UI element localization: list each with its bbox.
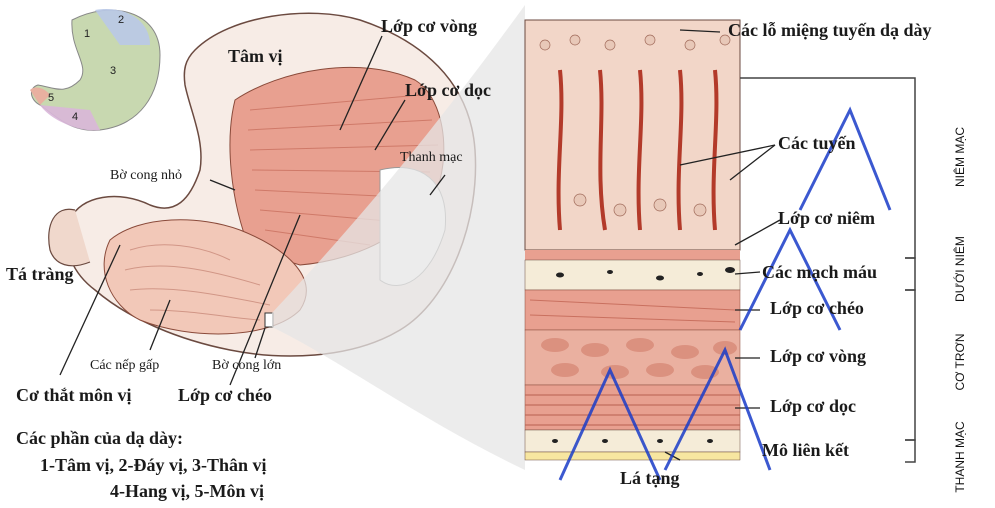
label-cac-nep-gap: Các nếp gấp (90, 358, 159, 374)
label-ta-trang: Tá tràng (6, 264, 74, 285)
label-thanh-mac: Thanh mạc (400, 150, 463, 166)
label-bo-cong-lon: Bờ cong lớn (212, 358, 281, 374)
label-la-tang: Lá tạng (620, 468, 680, 489)
legend-line-1: 1-Tâm vị, 2-Đáy vị, 3-Thân vị (40, 455, 267, 476)
label-lop-co-cheo-bottom: Lớp cơ chéo (178, 385, 272, 406)
inset-number-5: 5 (48, 92, 54, 104)
inset-number-3: 3 (110, 65, 116, 77)
label-lop-co-cheo-right: Lớp cơ chéo (770, 298, 864, 319)
legend-title: Các phần của dạ dày: (16, 428, 183, 449)
label-cac-tuyen: Các tuyến (778, 133, 856, 154)
inset-number-1: 1 (84, 28, 90, 40)
inset-stomach (30, 9, 160, 130)
label-lop-co-vong-right: Lớp cơ vòng (770, 346, 866, 367)
label-lop-co-doc-right: Lớp cơ dọc (770, 396, 856, 417)
label-co-that-mon-vi: Cơ thắt môn vị (16, 385, 131, 406)
label-bo-cong-nho: Bờ cong nhỏ (110, 168, 182, 184)
side-label-niem-mac: NIÊM MẠC (953, 117, 967, 197)
side-label-duoi-niem: DƯỚI NIÊM (953, 219, 967, 319)
legend-line-2: 4-Hang vị, 5-Môn vị (110, 481, 264, 502)
label-mo-lien-ket: Mô liên kết (762, 440, 849, 461)
inset-number-4: 4 (72, 111, 78, 123)
tissue-cross-section (525, 20, 740, 460)
label-lop-co-vong-top: Lớp cơ vòng (381, 16, 477, 37)
label-tam-vi: Tâm vị (228, 46, 283, 67)
label-lop-co-niem: Lớp cơ niêm (778, 208, 875, 229)
label-cac-mach-mau: Các mạch máu (762, 262, 877, 283)
inset-number-2: 2 (118, 14, 124, 26)
label-cac-lo-mieng: Các lỗ miệng tuyến dạ dày (728, 20, 932, 41)
side-label-thanh-mac: THANH MẠC (953, 409, 967, 505)
label-lop-co-doc-top: Lớp cơ dọc (405, 80, 491, 101)
side-label-co-tron: CƠ TRƠN (953, 322, 967, 402)
